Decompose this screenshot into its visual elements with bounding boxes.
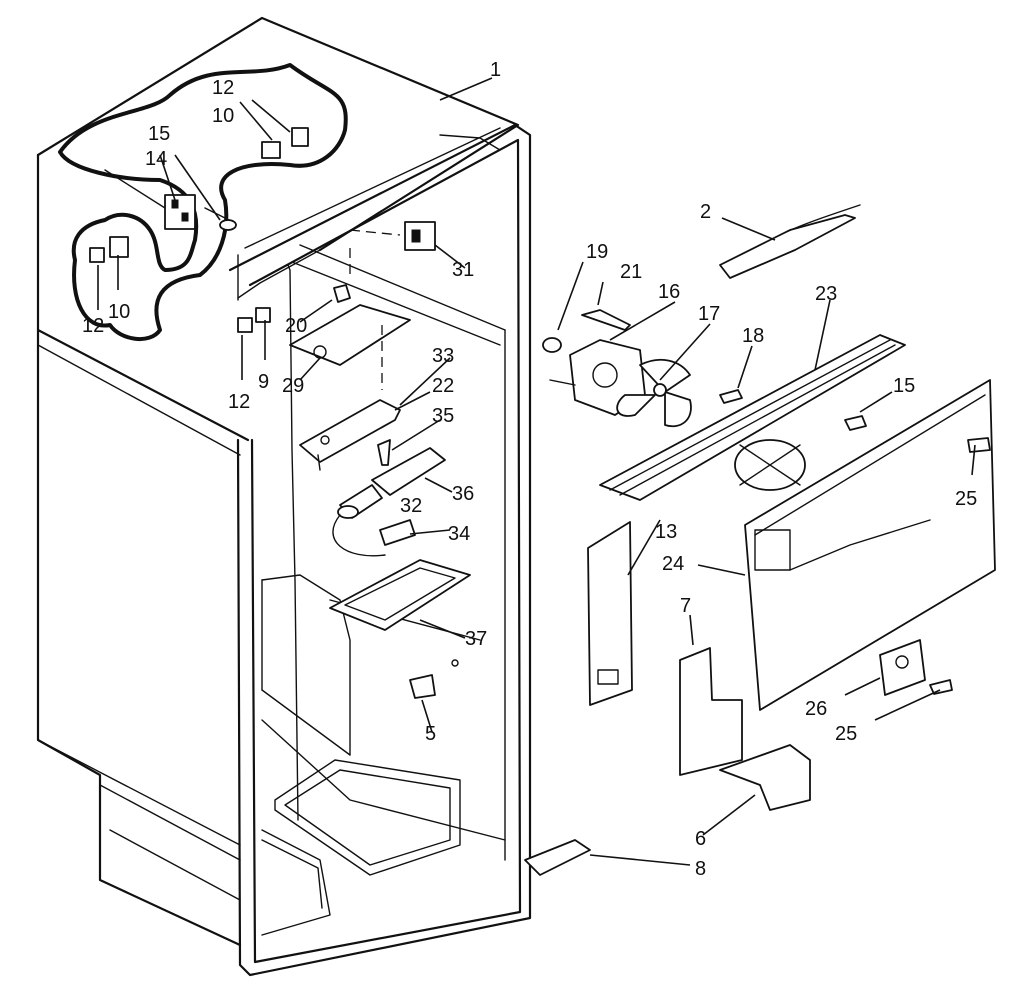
- evaporator-cover-24: [744, 379, 996, 711]
- screws: [719, 389, 991, 695]
- callout-25a: 25: [955, 488, 977, 510]
- callout-1: 1: [490, 59, 501, 81]
- callout-10b: 10: [108, 301, 130, 323]
- callout-31: 31: [452, 259, 474, 281]
- liner-front-frame: [228, 123, 532, 977]
- leader-lines: [97, 77, 976, 866]
- wiring-harness-cutaway: [58, 63, 348, 342]
- callout-12b: 12: [82, 315, 104, 337]
- light-housing-parts: [289, 284, 471, 699]
- callout-2: 2: [700, 201, 711, 223]
- callout-19: 19: [586, 241, 608, 263]
- air-duct-23: [599, 334, 906, 501]
- callout-29: 29: [282, 375, 304, 397]
- callout-labels: 1 2 5 6 7 8 9 10 10 12 12 12 13 14 15 15…: [82, 59, 977, 880]
- wire-harness-2: [719, 204, 861, 279]
- callout-17: 17: [698, 303, 720, 325]
- callout-9: 9: [258, 371, 269, 393]
- callout-25b: 25: [835, 723, 857, 745]
- callout-5: 5: [425, 723, 436, 745]
- callout-13: 13: [655, 521, 677, 543]
- fan-motor-assembly: [542, 309, 692, 428]
- callout-12c: 12: [228, 391, 250, 413]
- callout-26: 26: [805, 698, 827, 720]
- callout-37: 37: [465, 628, 487, 650]
- callout-35: 35: [432, 405, 454, 427]
- callout-14: 14: [145, 148, 167, 170]
- callout-23: 23: [815, 283, 837, 305]
- callout-24: 24: [662, 553, 684, 575]
- callout-7: 7: [680, 595, 691, 617]
- callout-10a: 10: [212, 105, 234, 127]
- callout-15b: 15: [893, 375, 915, 397]
- top-components: [89, 127, 436, 333]
- callout-33: 33: [432, 345, 454, 367]
- callout-36: 36: [452, 483, 474, 505]
- callout-32: 32: [400, 495, 422, 517]
- callout-12a: 12: [212, 77, 234, 99]
- callout-21: 21: [620, 261, 642, 283]
- callout-18: 18: [742, 325, 764, 347]
- callout-6: 6: [695, 828, 706, 850]
- cabinet-outline: [36, 16, 520, 947]
- small-panels: [524, 380, 926, 876]
- callout-22: 22: [432, 375, 454, 397]
- callout-16: 16: [658, 281, 680, 303]
- callout-34: 34: [448, 523, 470, 545]
- liner-interior: [261, 244, 506, 936]
- callout-15a: 15: [148, 123, 170, 145]
- callout-8: 8: [695, 858, 706, 880]
- callout-20: 20: [285, 315, 307, 337]
